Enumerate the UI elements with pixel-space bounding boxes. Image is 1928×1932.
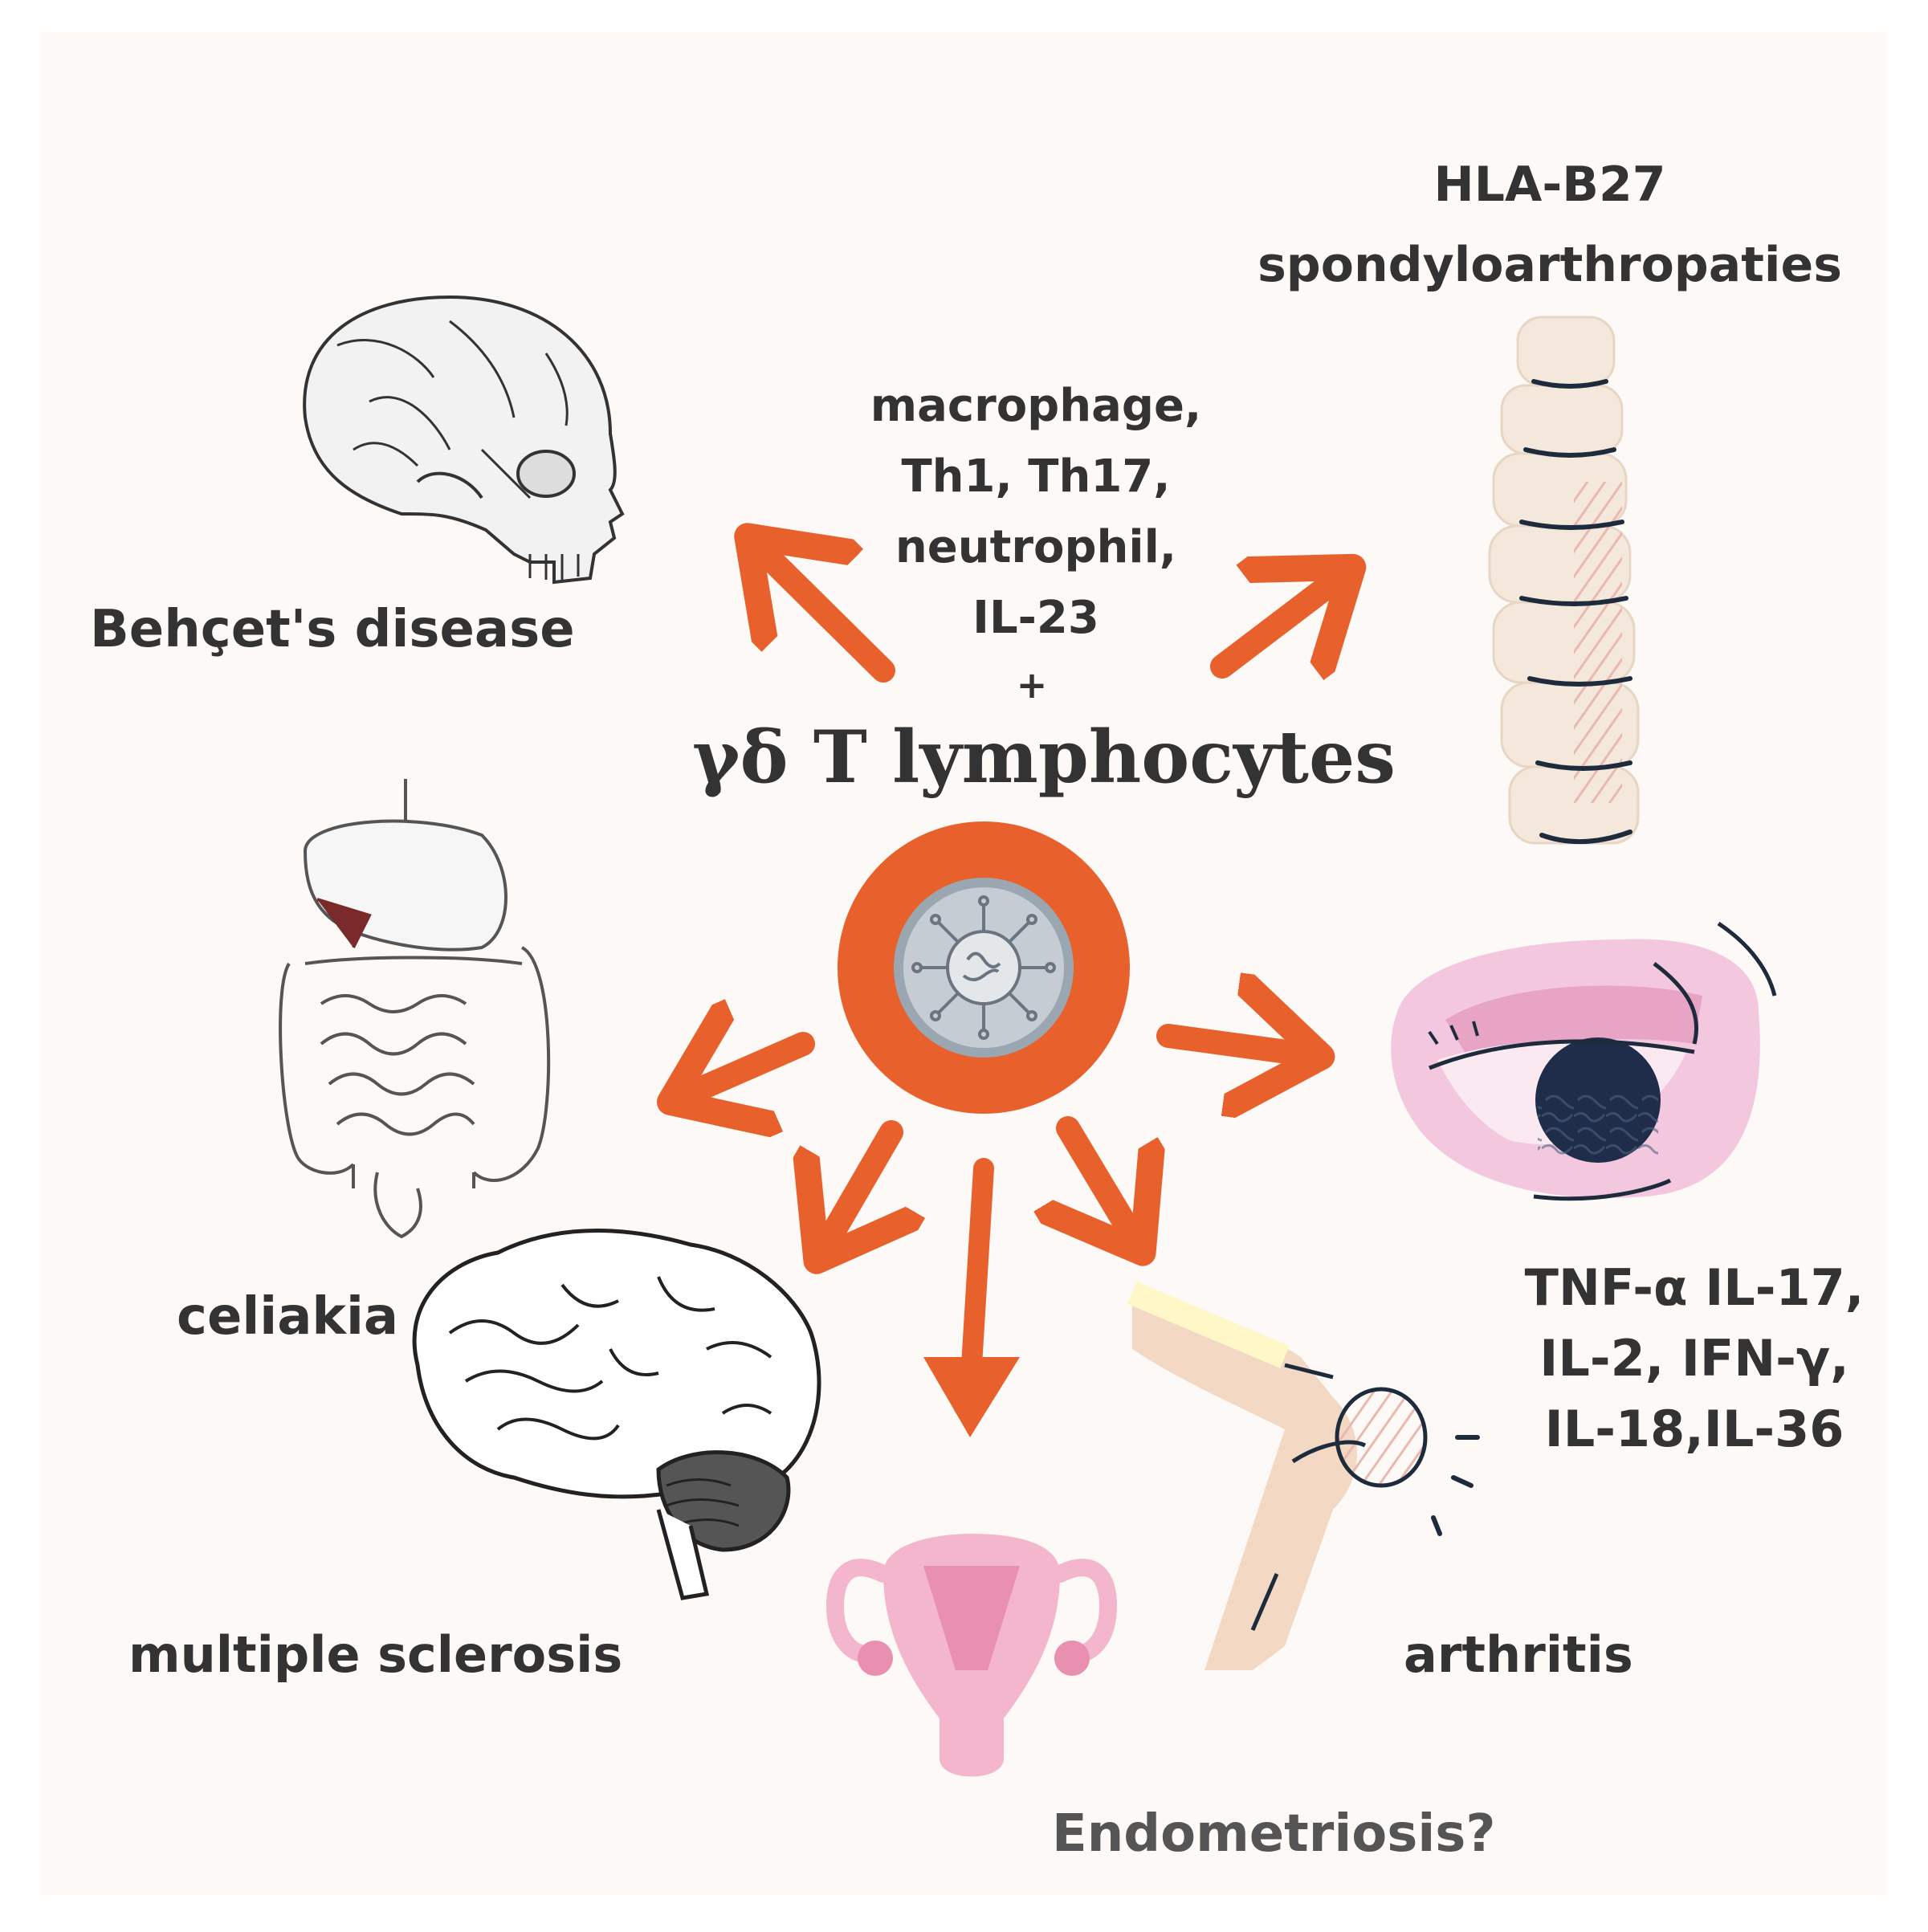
mediators-list: macrophage, Th1, Th17, neutrophil, IL-23	[835, 371, 1237, 654]
knee-icon	[1127, 1282, 1480, 1670]
arrow-to-eye	[1156, 1036, 1317, 1056]
hla-label: HLA-B27 spondyloarthropaties	[1204, 145, 1895, 305]
cytokine-item: IL-18,IL-36	[1544, 1400, 1844, 1458]
lymphocyte-cell-icon	[838, 821, 1130, 1114]
center-title: γδ T lymphocytes	[692, 715, 1396, 800]
ms-label: multiple sclerosis	[128, 1625, 623, 1684]
mediator-item: macrophage,	[870, 380, 1202, 432]
celiakia-label: celiakia	[177, 1287, 399, 1347]
arrow-to-celiakia	[675, 1044, 815, 1100]
mediator-item: IL-23	[972, 592, 1099, 644]
arthritis-label: arthritis	[1404, 1625, 1633, 1684]
hla-label-line1: HLA-B27	[1433, 157, 1666, 213]
arrow-to-behcet	[751, 540, 895, 683]
endometriosis-label: Endometriosis?	[1052, 1804, 1496, 1864]
cytokine-item: IL-2, IFN-γ,	[1539, 1329, 1849, 1388]
virus-icon	[911, 895, 1056, 1040]
spine-icon	[1488, 316, 1640, 845]
brain-icon	[412, 1229, 821, 1600]
uterus-icon	[825, 1534, 1118, 1777]
hla-label-line2: spondyloarthropaties	[1257, 237, 1842, 293]
digestive-system-icon	[279, 779, 551, 1239]
eye-icon	[1391, 921, 1777, 1201]
cytokines-list: TNF-α IL-17, IL-2, IFN-γ, IL-18,IL-36	[1510, 1253, 1879, 1465]
mediator-item: Th1, Th17,	[901, 450, 1171, 503]
behcet-label: Behçet's disease	[90, 600, 575, 659]
arrow-to-endometriosis	[923, 1158, 1020, 1437]
skull-icon	[303, 295, 625, 585]
plus-sign: +	[1016, 663, 1048, 707]
arrow-to-ms	[819, 1120, 891, 1257]
arrow-to-arthritis	[1068, 1116, 1140, 1249]
arrow-to-spondylo	[1210, 570, 1349, 666]
cytokine-item: TNF-α IL-17,	[1524, 1258, 1865, 1317]
mediator-item: neutrophil,	[895, 521, 1177, 573]
